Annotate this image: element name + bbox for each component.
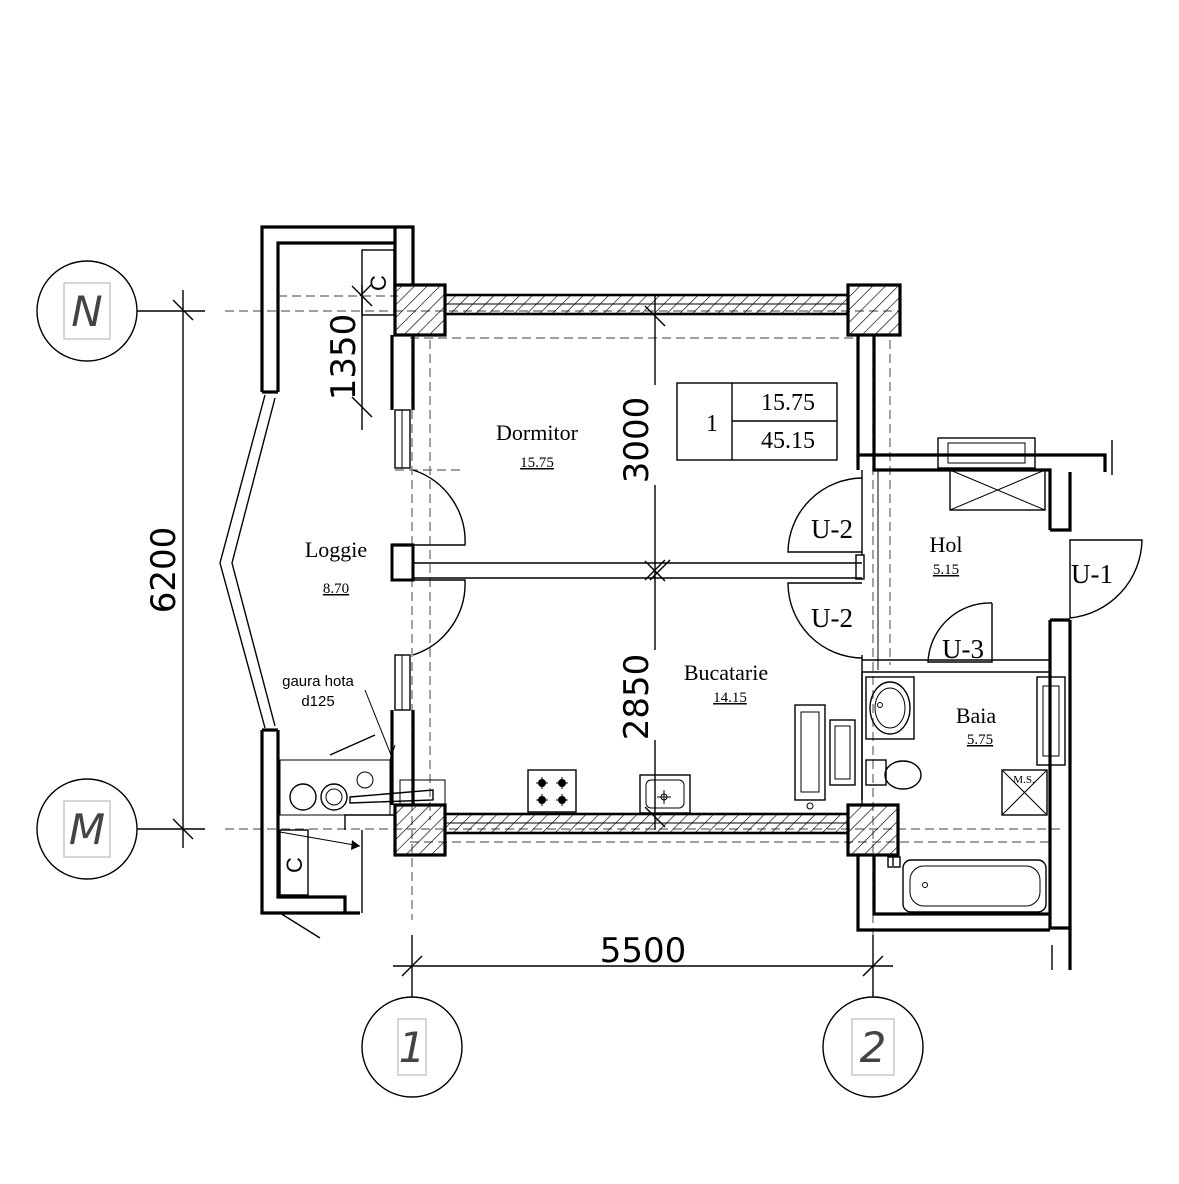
room-name-loggie: Loggie [305,537,367,562]
bathroom-fixtures: M.S. [865,676,1066,913]
dim-overall-height: 6200 [144,290,194,848]
columns [393,283,902,857]
room-hol: Hol 5.15 [930,532,963,578]
room-name-dormitor: Dormitor [496,420,579,445]
room-area-loggie: 8.70 [323,581,349,597]
dim-text-6200: 6200 [144,527,184,614]
ms-label: M.S. [1013,774,1035,786]
dim-loggia-offset: 1350 [324,285,373,430]
room-name-hol: Hol [930,532,963,557]
table-living-area: 15.75 [761,390,815,416]
axis-label-m: M [69,805,105,854]
axis-label-2: 2 [860,1023,887,1072]
room-baia: Baia 5.75 [956,703,997,748]
hall-fixtures [937,437,1046,511]
room-loggie: Loggie 8.70 [305,537,367,597]
loggia-fixtures: C C gaura hota d125 [279,249,446,939]
axis-bubble-m: M [36,778,205,880]
door-label-u2-top: U-2 [811,514,853,544]
door-label-u2-bottom: U-2 [811,603,853,633]
hood-hole-label-line1: gaura hota [282,673,354,690]
axis-bubble-1: 1 [361,935,463,1098]
area-summary-table: 1 15.75 45.15 [676,382,838,461]
axis-label-n: N [71,287,102,336]
kitchen-fixtures [527,704,856,814]
room-area-hol: 5.15 [933,562,959,578]
axis-bubble-n: N [36,260,205,362]
room-dormitor: Dormitor 15.75 [496,420,579,471]
door-label-u1: U-1 [1071,559,1113,589]
door-label-u3: U-3 [942,634,984,664]
room-area-bucatarie: 14.15 [713,690,747,706]
axis-label-1: 1 [399,1023,426,1072]
room-area-dormitor: 15.75 [520,455,554,471]
hatched-walls [443,293,850,835]
room-name-bucatarie: Bucatarie [684,660,768,685]
hood-hole-label-line2: d125 [301,693,334,710]
dim-overall-width: 5500 [393,931,893,977]
table-index: 1 [706,411,718,437]
room-bucatarie: Bucatarie 14.15 [684,660,768,706]
axis-bubble-2: 2 [822,935,924,1098]
cabinet-label-top: C [366,275,391,291]
dim-text-2850: 2850 [617,654,657,741]
dim-text-5500: 5500 [600,931,687,971]
walls [219,225,1113,970]
table-total-area: 45.15 [761,428,815,454]
room-area-baia: 5.75 [967,732,993,748]
dim-text-3000: 3000 [617,397,657,484]
dim-text-1350: 1350 [324,314,364,401]
doors [412,469,1143,663]
stove-burners [536,777,568,806]
cabinet-label-bottom: C [282,857,307,873]
room-name-baia: Baia [956,703,997,728]
